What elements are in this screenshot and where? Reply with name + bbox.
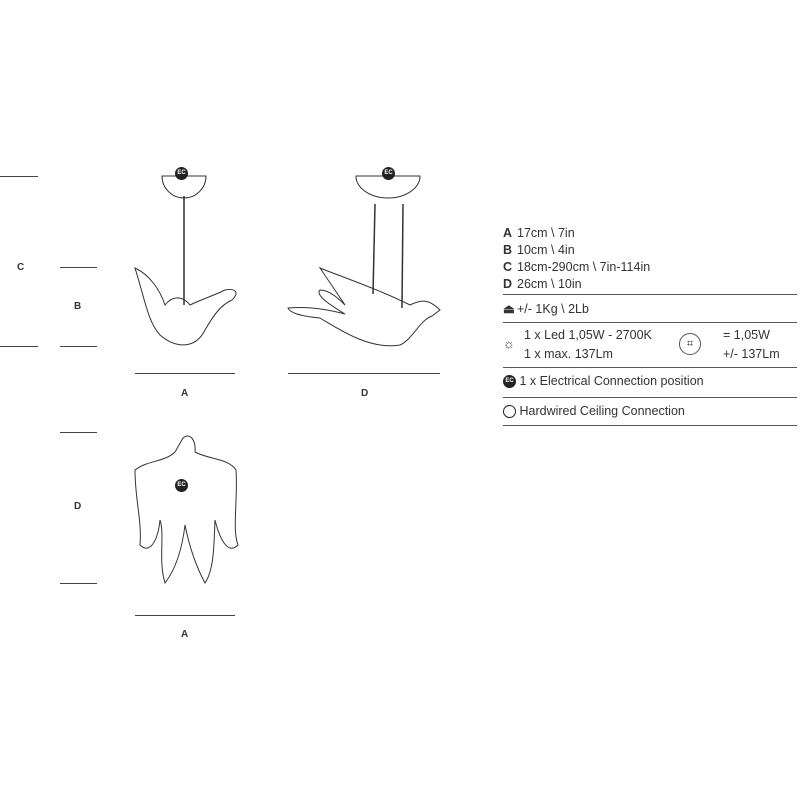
divider [503, 294, 797, 295]
dim-line [135, 373, 235, 374]
dim-value: 26cm \ 10in [517, 277, 582, 291]
dim-line [60, 432, 97, 433]
divider [503, 397, 797, 398]
dim-key: C [503, 260, 513, 274]
dim-value: 10cm \ 4in [517, 243, 575, 257]
dim-label-b: B [74, 301, 82, 312]
dim-key: D [503, 277, 513, 291]
divider [503, 367, 797, 368]
ec-marker: EC [175, 167, 188, 180]
dim-label-a: A [181, 388, 189, 399]
dim-label-d-top: D [74, 501, 82, 512]
dim-label-c: C [17, 262, 25, 273]
light-line1: 1 x Led 1,05W - 2700K [524, 328, 652, 342]
ec-icon: EC [503, 375, 516, 389]
ec-marker: EC [175, 479, 188, 492]
spec-panel: A 17cm \ 7in B 10cm \ 4in C 18cm-290cm \ 7i… [503, 226, 797, 436]
dim-label-d: D [361, 388, 369, 399]
ec-marker: EC [382, 167, 395, 180]
divider [503, 322, 797, 323]
dim-value: 17cm \ 7in [517, 226, 575, 240]
dim-label-a-top: A [181, 629, 189, 640]
divider [503, 425, 797, 426]
dim-line [0, 176, 38, 177]
dim-key: B [503, 243, 513, 257]
top-view-drawing [134, 435, 239, 585]
dim-line [60, 267, 97, 268]
ceiling-text: Hardwired Ceiling Connection [519, 404, 685, 418]
side-view-drawing [287, 175, 441, 347]
dim-line [60, 346, 97, 347]
dim-line [135, 615, 235, 616]
lamp-drawings [134, 175, 441, 585]
front-view-drawing [134, 175, 237, 346]
ec-text: 1 x Electrical Connection position [519, 374, 704, 388]
sun-icon: ☼ [503, 336, 515, 351]
dim-line [288, 373, 440, 374]
circle-icon [503, 405, 516, 419]
total-lumen: +/- 137Lm [723, 347, 780, 361]
total-power: = 1,05W [723, 328, 770, 342]
dim-line [0, 346, 38, 347]
dim-key: A [503, 226, 513, 240]
dim-line [60, 583, 97, 584]
weight-icon: ⏏ [503, 302, 515, 316]
light-line2: 1 x max. 137Lm [524, 347, 613, 361]
weight-value: +/- 1Kg \ 2Lb [517, 302, 589, 316]
fixture-icon: ⌗ [679, 333, 701, 355]
dim-value: 18cm-290cm \ 7in-114in [517, 260, 651, 274]
